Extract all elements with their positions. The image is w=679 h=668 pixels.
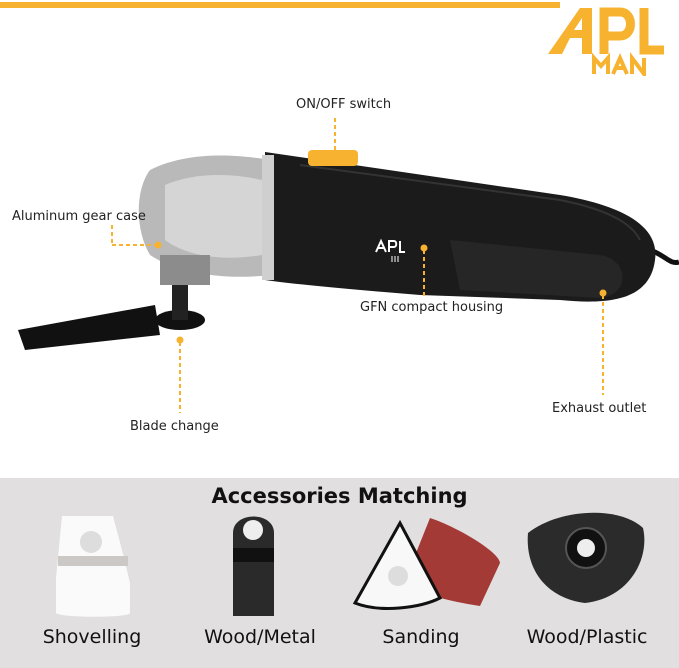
top-accent-bar — [0, 2, 560, 8]
accessories-title: Accessories Matching — [211, 484, 468, 508]
accessories-images — [56, 512, 645, 617]
shovel-blade-image — [56, 516, 130, 617]
accessories-section: Accessories Matching S — [0, 478, 679, 668]
accessory-label-sanding: Sanding — [382, 626, 460, 648]
accessory-label-wood-plastic: Wood/Plastic — [526, 626, 648, 648]
tool-logo-graphic — [375, 238, 405, 262]
accessory-label-shovelling: Shovelling — [42, 626, 142, 648]
brand-logo-graphic — [548, 7, 664, 80]
callout-blade: Blade change — [130, 419, 219, 434]
callout-gear-case: Aluminum gear case — [12, 209, 146, 224]
accessory-label-wood-metal: Wood/Metal — [204, 626, 316, 648]
wood-metal-blade-image — [233, 516, 274, 616]
brand-logo — [540, 4, 670, 80]
callout-exhaust: Exhaust outlet — [552, 401, 647, 416]
segment-saw-blade-image — [527, 512, 645, 603]
callout-housing: GFN compact housing — [360, 300, 504, 315]
sanding-pad-image — [352, 518, 500, 610]
multi-tool-image — [18, 118, 679, 413]
callout-switch: ON/OFF switch — [296, 97, 392, 112]
